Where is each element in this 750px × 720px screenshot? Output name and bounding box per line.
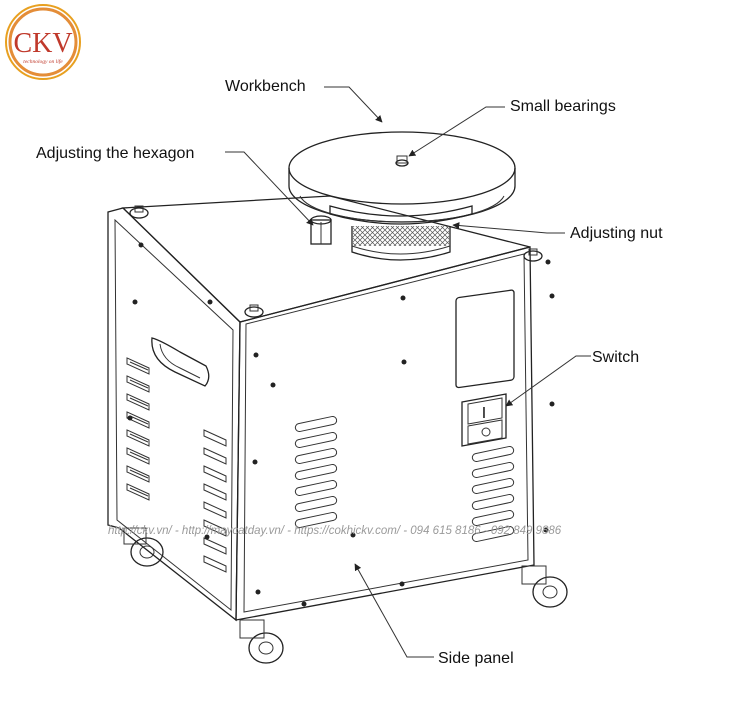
part-labels: Workbench Small bearings Adjusting the h… bbox=[36, 78, 663, 667]
adjusting-nut bbox=[351, 226, 451, 261]
workbench-disk bbox=[288, 131, 516, 225]
screws bbox=[127, 242, 555, 607]
label-switch: Switch bbox=[592, 349, 639, 366]
logo-tagline: technology on life bbox=[23, 58, 63, 65]
machine-body: I bbox=[107, 131, 568, 664]
switch-box: I bbox=[455, 289, 515, 447]
left-vents bbox=[126, 357, 227, 573]
label-adjusting-hexagon: Adjusting the hexagon bbox=[36, 145, 194, 162]
label-workbench: Workbench bbox=[225, 78, 306, 95]
label-side-panel: Side panel bbox=[438, 650, 514, 667]
watermark-text: http://ckv.vn/ - http://maycatday.vn/ - … bbox=[108, 525, 562, 537]
wheels bbox=[123, 527, 568, 664]
adjusting-hexagon bbox=[310, 215, 332, 245]
svg-text:I: I bbox=[482, 405, 486, 422]
ckv-logo: CKV technology on life bbox=[5, 4, 81, 80]
logo-text: CKV bbox=[13, 28, 72, 59]
front-vents-right bbox=[471, 445, 515, 543]
label-adjusting-nut: Adjusting nut bbox=[570, 225, 663, 242]
leader-lines bbox=[225, 86, 591, 658]
corner-bolts bbox=[129, 205, 543, 318]
front-vents-left bbox=[294, 415, 338, 529]
label-small-bearings: Small bearings bbox=[510, 98, 616, 115]
